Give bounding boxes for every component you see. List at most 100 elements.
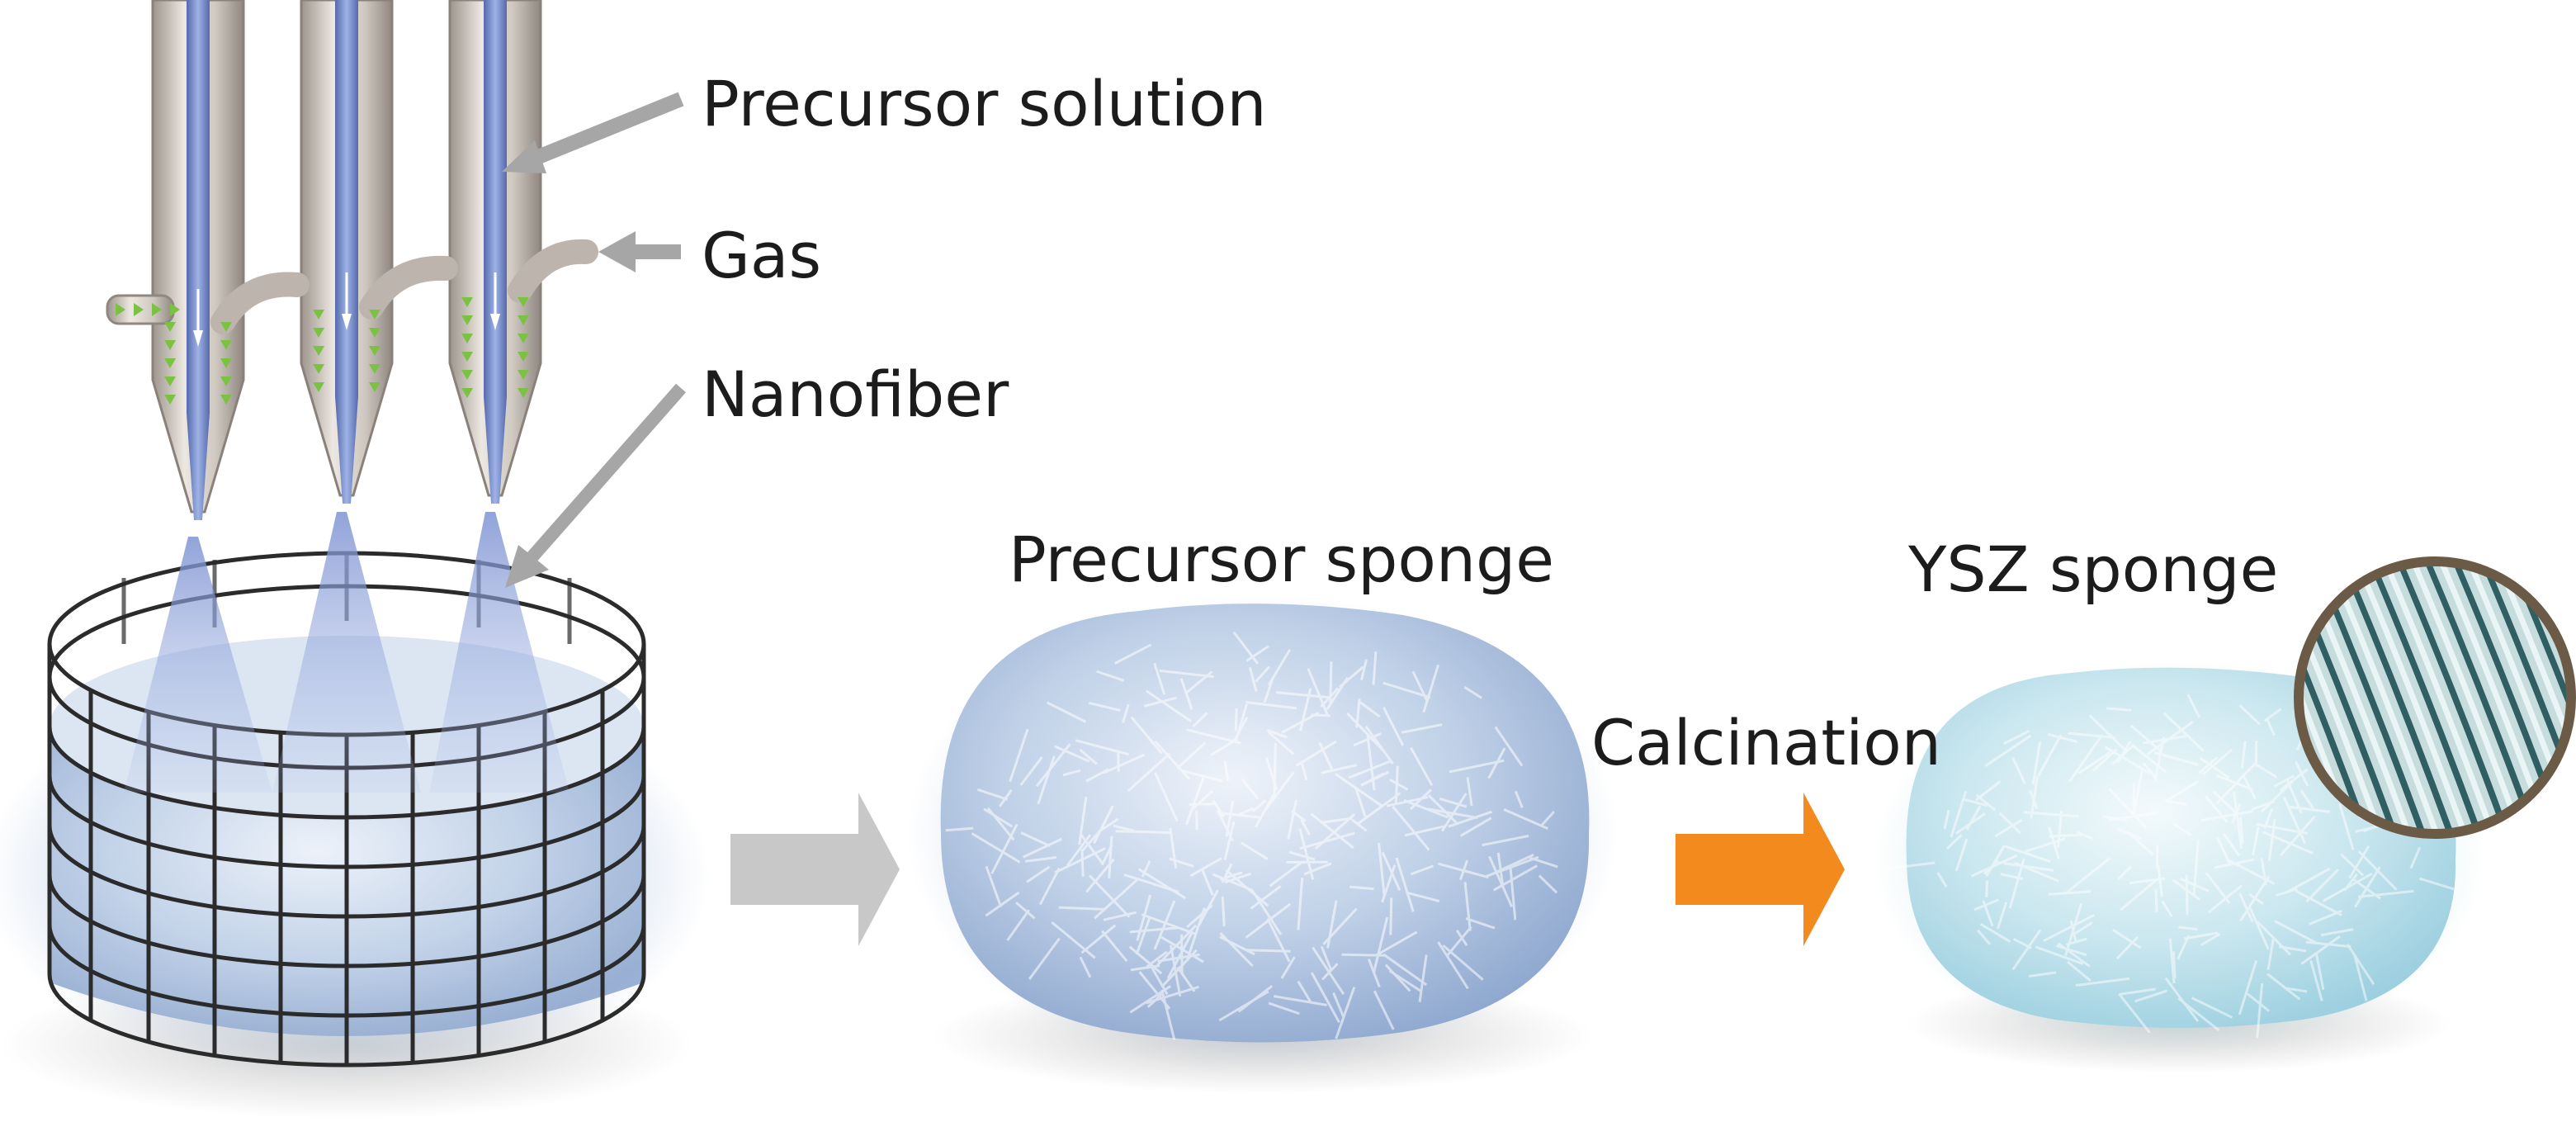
fiber-strand (1121, 703, 1130, 723)
fiber-strand (2248, 907, 2270, 950)
fiber-strand (2340, 853, 2365, 877)
fiber-strand (1295, 740, 1337, 767)
fiber-strand (2263, 807, 2274, 829)
nozzle-3 (448, 0, 542, 504)
fiber-strand (2116, 741, 2132, 764)
fiber-strand (2025, 837, 2066, 853)
fiber-strand (1389, 778, 1409, 791)
precursor-sponge (940, 604, 1590, 1043)
fiber-strand (2305, 869, 2339, 902)
fiber-strand (1540, 810, 1555, 826)
fiber-strand (1367, 959, 1381, 988)
fiber-strand (2205, 795, 2229, 823)
jet-1 (124, 537, 272, 793)
fiber-strand (2207, 884, 2243, 914)
fiber-strand (2338, 803, 2355, 850)
fiber-strand (945, 826, 974, 832)
fiber-strand (2418, 877, 2455, 891)
fiber-strand (2047, 732, 2078, 743)
gas-flow-arrow-icon (369, 310, 380, 320)
right-arrow-icon (1676, 793, 1845, 946)
fiber-strand (1026, 865, 1051, 883)
fiber-strand (2199, 756, 2230, 779)
fiber-strand (1359, 700, 1381, 718)
fiber-strand (1115, 830, 1172, 834)
fiber-strand (1427, 807, 1478, 820)
gas-flow-arrow-icon (518, 315, 529, 325)
gas-flow-arrow-icon (461, 334, 473, 343)
fiber-strand (1404, 824, 1447, 837)
fiber-strand (2266, 973, 2301, 1001)
flow-direction-icon (193, 330, 203, 347)
fiber-strand (2239, 875, 2271, 922)
fiber-strand (2029, 971, 2057, 978)
fiber-strand (1357, 792, 1401, 825)
fiber-strand (2353, 955, 2368, 1001)
pointer-gas-arrow (598, 231, 681, 272)
fiber-strand (2192, 840, 2200, 895)
fiber-strand (1145, 689, 1193, 723)
fiber-strand (1054, 847, 1106, 874)
fiber-strand (1301, 763, 1308, 781)
fiber-strand (1491, 853, 1534, 875)
fiber-strand (1251, 890, 1283, 935)
fiber-strand (1037, 755, 1056, 805)
fiber-strand (2262, 831, 2314, 855)
fiber-strand (2279, 815, 2316, 857)
fiber-strand (1148, 963, 1169, 996)
fiber-strand (1311, 713, 1331, 717)
fiber-strand (2035, 945, 2084, 965)
fiber-strand (2077, 751, 2111, 774)
fiber-strand (2120, 987, 2156, 996)
fiber-strand (1300, 818, 1311, 836)
fiber-strand (1383, 707, 1405, 746)
fiber-strand (1410, 864, 1434, 876)
fiber-strand (1023, 837, 1063, 859)
fiber-strand (971, 832, 1021, 864)
fiber-strand (2282, 796, 2307, 845)
fiber-strand (1346, 712, 1386, 753)
fiber-strand (1275, 691, 1332, 699)
fiber-strand (1241, 778, 1260, 800)
fiber-strand (1223, 760, 1230, 782)
fiber-strand (1288, 850, 1316, 861)
gas-flow-arrow-icon (134, 303, 144, 316)
fiber-strand (2200, 932, 2221, 946)
fiber-strand (2261, 780, 2294, 812)
fiber-strand (1386, 796, 1429, 807)
fiber-strand (1394, 765, 1399, 806)
fiber-strand (2127, 831, 2154, 856)
fiber-strand (2200, 809, 2254, 822)
fiber-strand (2011, 757, 2026, 784)
fiber-strand (1268, 1001, 1300, 1016)
fiber-strand (1460, 817, 1492, 837)
fiber-strand (1383, 954, 1428, 987)
fiber-strand (2011, 929, 2042, 971)
fiber-strand (1463, 882, 1472, 931)
fiber-strand (1028, 937, 1061, 980)
fiber-strand (2043, 913, 2095, 942)
fiber-strand (1291, 810, 1307, 822)
ysz-sponge-label: YSZ sponge (1908, 533, 2279, 606)
gas-flow-arrow-icon (518, 334, 529, 343)
fiber-strand (2088, 714, 2126, 750)
fiber-strand (1113, 824, 1135, 832)
jet-2 (272, 512, 421, 793)
fiber-strand (1422, 665, 1439, 713)
fiber-strand (1219, 935, 1255, 956)
fiber-strand (1335, 987, 1356, 1039)
fiber-strand (1266, 918, 1291, 963)
fiber-strand (1326, 900, 1338, 949)
gas-flow-arrow-icon (220, 395, 232, 405)
fiber-strand (1020, 831, 1051, 848)
fiber-strand (2343, 873, 2358, 892)
fiber-strand (2346, 943, 2375, 986)
fiber-strand (1248, 666, 1258, 692)
fiber-strand (2075, 977, 2130, 987)
gas-flow-arrow-icon (152, 303, 162, 316)
fiber-strand (2108, 788, 2148, 829)
fiber-strand (1376, 930, 1418, 956)
fiber-strand (1137, 868, 1186, 900)
fiber-strand (1297, 878, 1304, 930)
fiber-strand (1351, 818, 1368, 832)
